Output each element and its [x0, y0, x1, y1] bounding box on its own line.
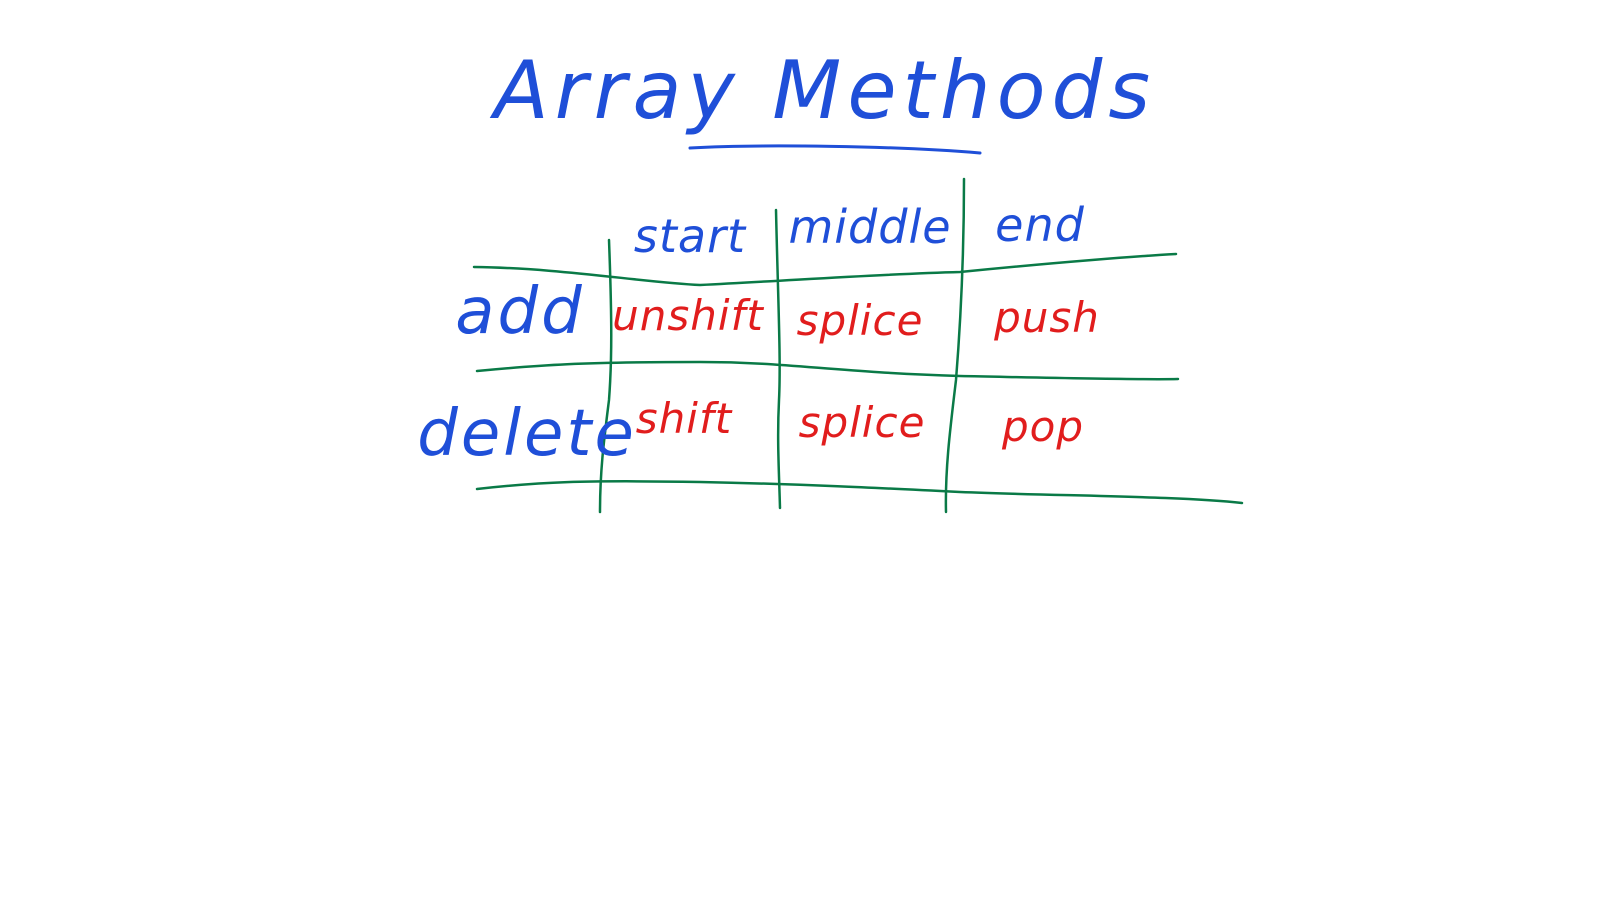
cell-add-end: push: [993, 293, 1100, 342]
title-underline: [688, 144, 982, 155]
grid-line-v1: [598, 238, 613, 514]
column-header-middle: middle: [788, 200, 951, 254]
grid-line-h1: [472, 252, 1178, 287]
cell-delete-start: shift: [636, 394, 733, 443]
row-label-add: add: [455, 275, 584, 349]
grid-line-h3: [475, 480, 1244, 505]
cell-add-middle: splice: [797, 296, 924, 345]
grid-line-h2: [475, 360, 1180, 381]
grid-line-v3: [944, 177, 966, 514]
grid-line-v2: [774, 208, 782, 510]
cell-add-start: unshift: [612, 291, 764, 340]
column-header-end: end: [995, 198, 1085, 252]
table-grid: [472, 177, 1244, 514]
row-label-delete: delete: [417, 397, 637, 471]
page-title: Array Methods: [489, 44, 1156, 137]
column-header-start: start: [634, 209, 747, 263]
cell-delete-end: pop: [1001, 402, 1084, 451]
cell-delete-middle: splice: [799, 398, 926, 447]
